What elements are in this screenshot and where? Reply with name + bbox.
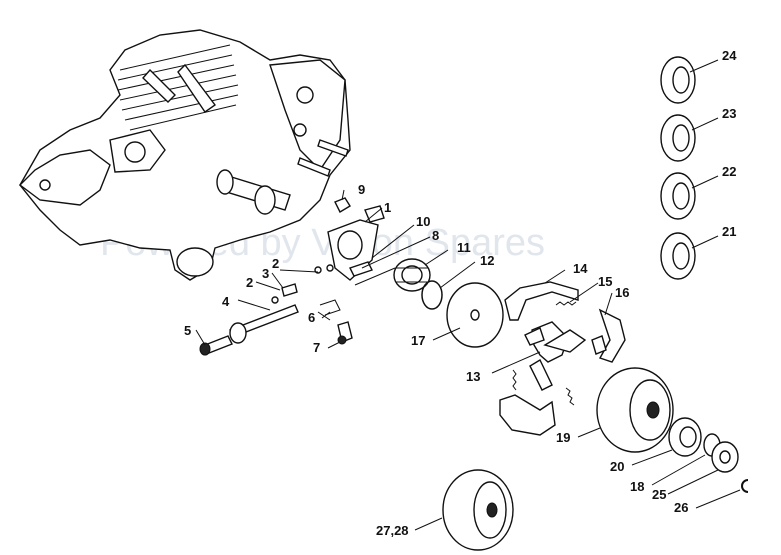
part-2728-spur-drum [442, 469, 514, 551]
label-part-9: 9 [358, 182, 365, 197]
label-part-20: 20 [610, 459, 624, 474]
part-24-rim-sprocket [660, 56, 696, 104]
label-part-24: 24 [722, 48, 737, 63]
label-part-2728: 27,28 [376, 523, 409, 538]
part-7-nozzle [337, 321, 353, 345]
label-part-2a: 2 [272, 256, 279, 271]
part-23-rim-sprocket [660, 114, 696, 162]
part-17-cover-disc [446, 282, 504, 348]
part-6-spring-clip [317, 299, 341, 321]
part-labels: 1 2 2 3 4 5 6 7 8 9 10 11 12 13 14 15 16… [184, 48, 737, 538]
part-11-worm-gear [393, 258, 431, 292]
label-part-12: 12 [480, 253, 494, 268]
clutch-springs [512, 369, 575, 406]
leader-lines [195, 59, 741, 531]
part-26-e-clip [741, 479, 749, 493]
part-2-3-small-parts [271, 264, 334, 304]
label-part-16: 16 [615, 285, 629, 300]
part-25-washer [711, 441, 739, 473]
label-part-5: 5 [184, 323, 191, 338]
part-12-snap-ring [421, 280, 443, 310]
part-16-clutch-shoe [591, 308, 626, 363]
label-part-21: 21 [722, 224, 736, 239]
label-part-7: 7 [313, 340, 320, 355]
label-part-4: 4 [222, 294, 230, 309]
label-part-15: 15 [598, 274, 612, 289]
part-9-nut [334, 197, 351, 213]
label-part-8: 8 [432, 228, 439, 243]
part-22-rim-sprocket [660, 172, 696, 220]
part-5-washer-bolt [199, 322, 247, 356]
part-15-spring [555, 301, 577, 306]
part-21-rim-sprocket [660, 232, 696, 280]
part-19-clutch-drum [596, 367, 674, 453]
label-part-2b: 2 [246, 275, 253, 290]
engine-crankcase-illustration [18, 29, 351, 281]
label-part-23: 23 [722, 106, 736, 121]
clutch-shoe-lower [499, 394, 556, 436]
label-part-11: 11 [457, 240, 471, 255]
part-10-pin [354, 267, 396, 286]
label-part-22: 22 [722, 164, 736, 179]
label-part-10: 10 [416, 214, 430, 229]
part-14-clutch-shoe [504, 281, 579, 321]
label-part-13: 13 [466, 369, 480, 384]
label-part-1: 1 [384, 200, 391, 215]
label-part-6: 6 [308, 310, 315, 325]
label-part-3: 3 [262, 266, 269, 281]
label-part-14: 14 [573, 261, 588, 276]
label-part-26: 26 [674, 500, 688, 515]
label-part-25: 25 [652, 487, 666, 502]
part-13-clutch-carrier [524, 321, 587, 391]
label-part-17: 17 [411, 333, 425, 348]
part-20-rim-sprocket [668, 417, 702, 457]
label-part-19: 19 [556, 430, 570, 445]
label-part-18: 18 [630, 479, 644, 494]
